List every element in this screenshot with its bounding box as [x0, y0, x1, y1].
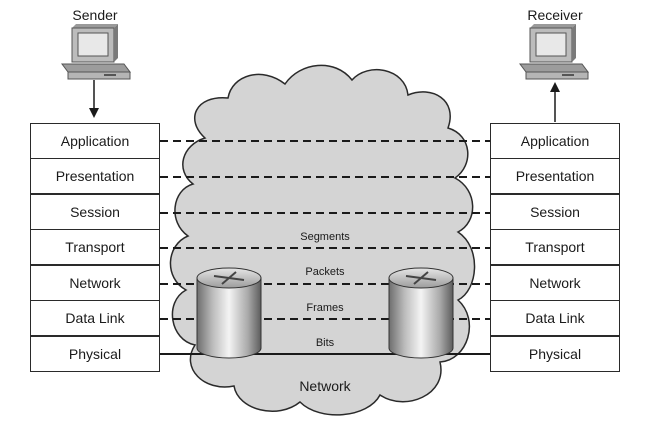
sender-layer-session: Session: [30, 194, 160, 230]
receiver-layer-transport: Transport: [490, 229, 620, 265]
arrow-up-icon: [550, 82, 560, 122]
flow-label-packets: Packets: [305, 266, 345, 278]
sender-layer-transport: Transport: [30, 229, 160, 265]
network-cloud-label: Network: [299, 378, 351, 394]
receiver-layer-application: Application: [490, 123, 620, 159]
router-icon: [196, 267, 262, 359]
receiver-layer-data-link: Data Link: [490, 300, 620, 336]
computer-icon: [519, 24, 589, 80]
flow-label-frames: Frames: [306, 302, 344, 314]
router-icon: [388, 267, 454, 359]
receiver-title: Receiver: [527, 7, 583, 23]
sender-layer-data-link: Data Link: [30, 300, 160, 336]
flow-label-segments: Segments: [300, 231, 350, 243]
receiver-layer-session: Session: [490, 194, 620, 230]
receiver-layer-physical: Physical: [490, 336, 620, 372]
sender-layer-application: Application: [30, 123, 160, 159]
flow-label-bits: Bits: [315, 337, 335, 349]
sender-title: Sender: [72, 7, 118, 23]
sender-layer-presentation: Presentation: [30, 158, 160, 194]
receiver-layer-presentation: Presentation: [490, 158, 620, 194]
receiver-layer-network: Network: [490, 265, 620, 301]
arrow-down-icon: [89, 80, 99, 118]
computer-icon: [61, 24, 131, 80]
sender-layer-network: Network: [30, 265, 160, 301]
sender-layer-physical: Physical: [30, 336, 160, 372]
